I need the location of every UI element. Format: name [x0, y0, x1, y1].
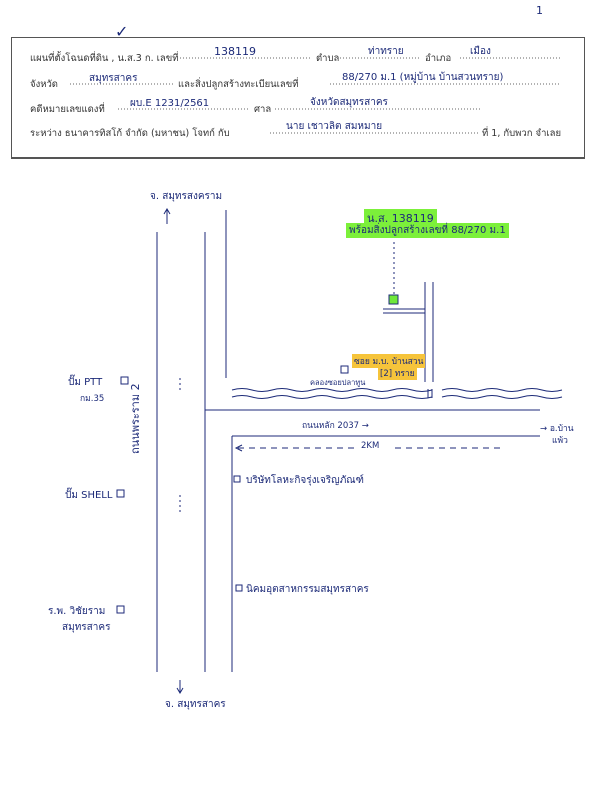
parties-tail: ที่ 1, กับพวก จำเลย	[482, 128, 562, 139]
village-label: ซอย ม.บ. บ้านสวน	[352, 354, 426, 368]
main-road-label: ถนนพระราม 2	[129, 383, 142, 454]
province-label: จังหวัด	[30, 79, 58, 90]
court-label: ศาล	[254, 104, 272, 115]
landmark-shell: ปั๊ม SHELL	[65, 490, 113, 501]
landmark-hospital: ร.พ. วิชัยราม	[48, 606, 106, 617]
parties-label: ระหว่าง ธนาคารทิสโก้ จำกัด (มหาชน) โจทก์…	[30, 128, 230, 139]
subject-building-label: พร้อมสิ่งปลูกสร้างเลขที่ 88/270 ม.1	[346, 223, 509, 238]
district-label: อำเภอ	[425, 53, 452, 64]
building-value: 88/270 ม.1 (หมู่บ้าน บ้านสวนทราย)	[342, 72, 504, 83]
subdistrict-value: ท่าทราย	[368, 46, 404, 57]
building-label: และสิ่งปลูกสร้างทะเบียนเลขที่	[178, 79, 299, 90]
town-direction-label: → อ.บ้าน	[540, 424, 574, 434]
form-header-box	[11, 37, 585, 159]
distance-label: 2KM	[361, 441, 380, 451]
landmark-hospital-city: สมุทรสาคร	[62, 622, 111, 633]
defendant-name: นาย เชาวลิต สมหมาย	[286, 121, 383, 132]
deed-number: 138119	[214, 45, 256, 58]
town-direction-label-2: แพ้ว	[552, 436, 568, 446]
village-label-2: [2] ทราย	[378, 366, 417, 380]
canal-top-line	[231, 388, 433, 392]
subject-deed-label: น.ส. 138119	[364, 209, 437, 227]
subject-building-marker	[388, 294, 399, 305]
province-value: สมุทรสาคร	[89, 73, 138, 84]
district-value: เมือง	[470, 46, 491, 57]
check-mark-icon: ✓	[115, 22, 129, 41]
north-destination-label: จ. สมุทรสงคราม	[150, 191, 223, 202]
case-number: ผบ.E 1231/2561	[130, 98, 210, 109]
page-number: 1	[536, 4, 543, 17]
south-destination-label: จ. สมุทรสาคร	[165, 699, 226, 710]
case-label: คดีหมายเลขแดงที่	[30, 104, 105, 115]
subdistrict-label: ตำบล	[316, 53, 340, 64]
court-value: จังหวัดสมุทรสาคร	[310, 97, 388, 108]
poi-company-label: บริษัทโลหะกิจรุ่งเจริญภัณฑ์	[246, 475, 364, 486]
poi-industrial-estate-label: นิคมอุตสาหกรรมสมุทรสาคร	[246, 584, 369, 595]
form-divider	[11, 157, 585, 158]
landmark-ptt: ปั๊ม PTT	[68, 377, 103, 388]
landmark-km-post: กม.35	[80, 394, 105, 404]
road-2037-label: ถนนหลัก 2037 →	[302, 421, 369, 431]
canal-label: คลองซอยปลาทูน	[310, 378, 366, 387]
deed-label: แผนที่ตั้งโฉนดที่ดิน , น.ส.3 ก. เลขที่	[30, 53, 179, 64]
